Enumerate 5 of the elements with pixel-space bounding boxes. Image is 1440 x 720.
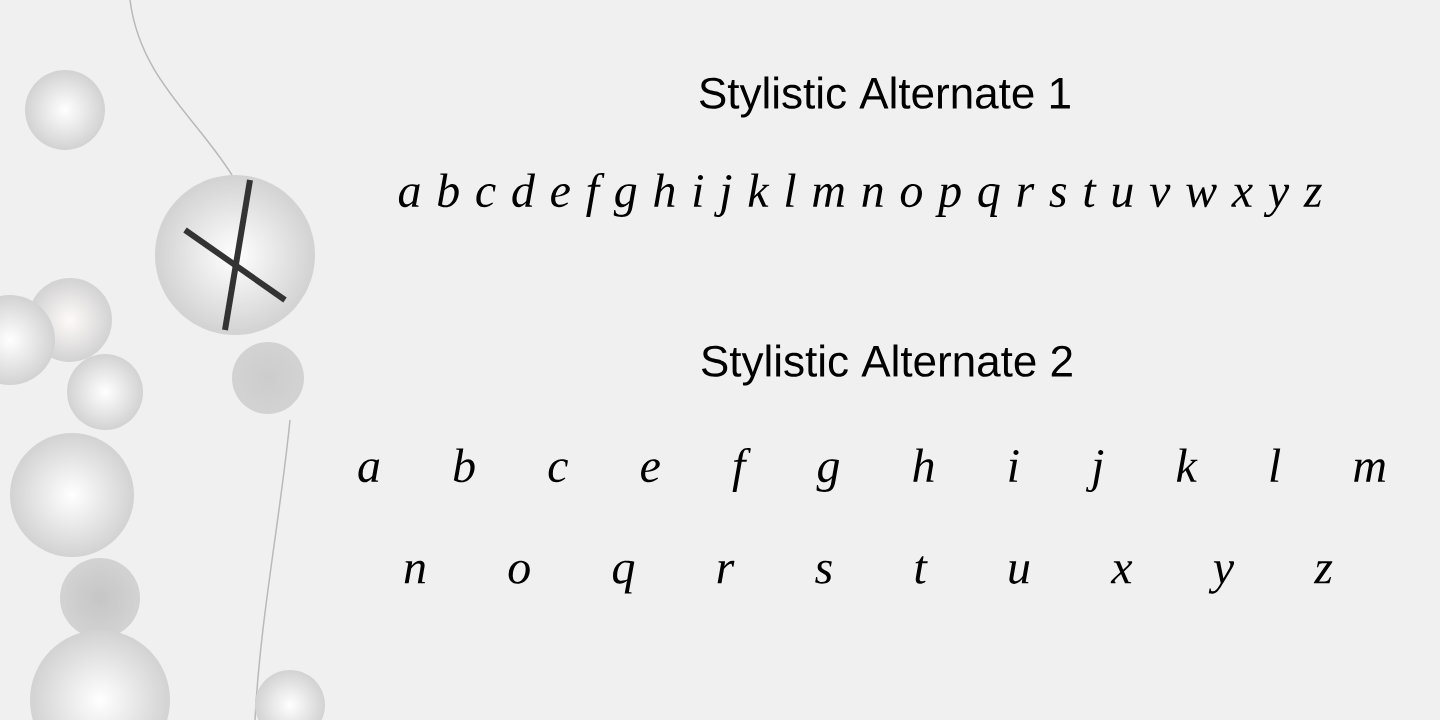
alphabet-sample: a b c d e f g h i j k l m n o p q r s t u v w x y z [398,172,1322,218]
alphabet-sample: a b c e f g h i j k l m [358,448,1386,492]
heading: Stylistic Alternate 2 [701,344,1072,386]
heading: Stylistic Alternate 1 [699,76,1070,118]
alphabet-sample: n o q r s t u x y z [404,556,1333,594]
